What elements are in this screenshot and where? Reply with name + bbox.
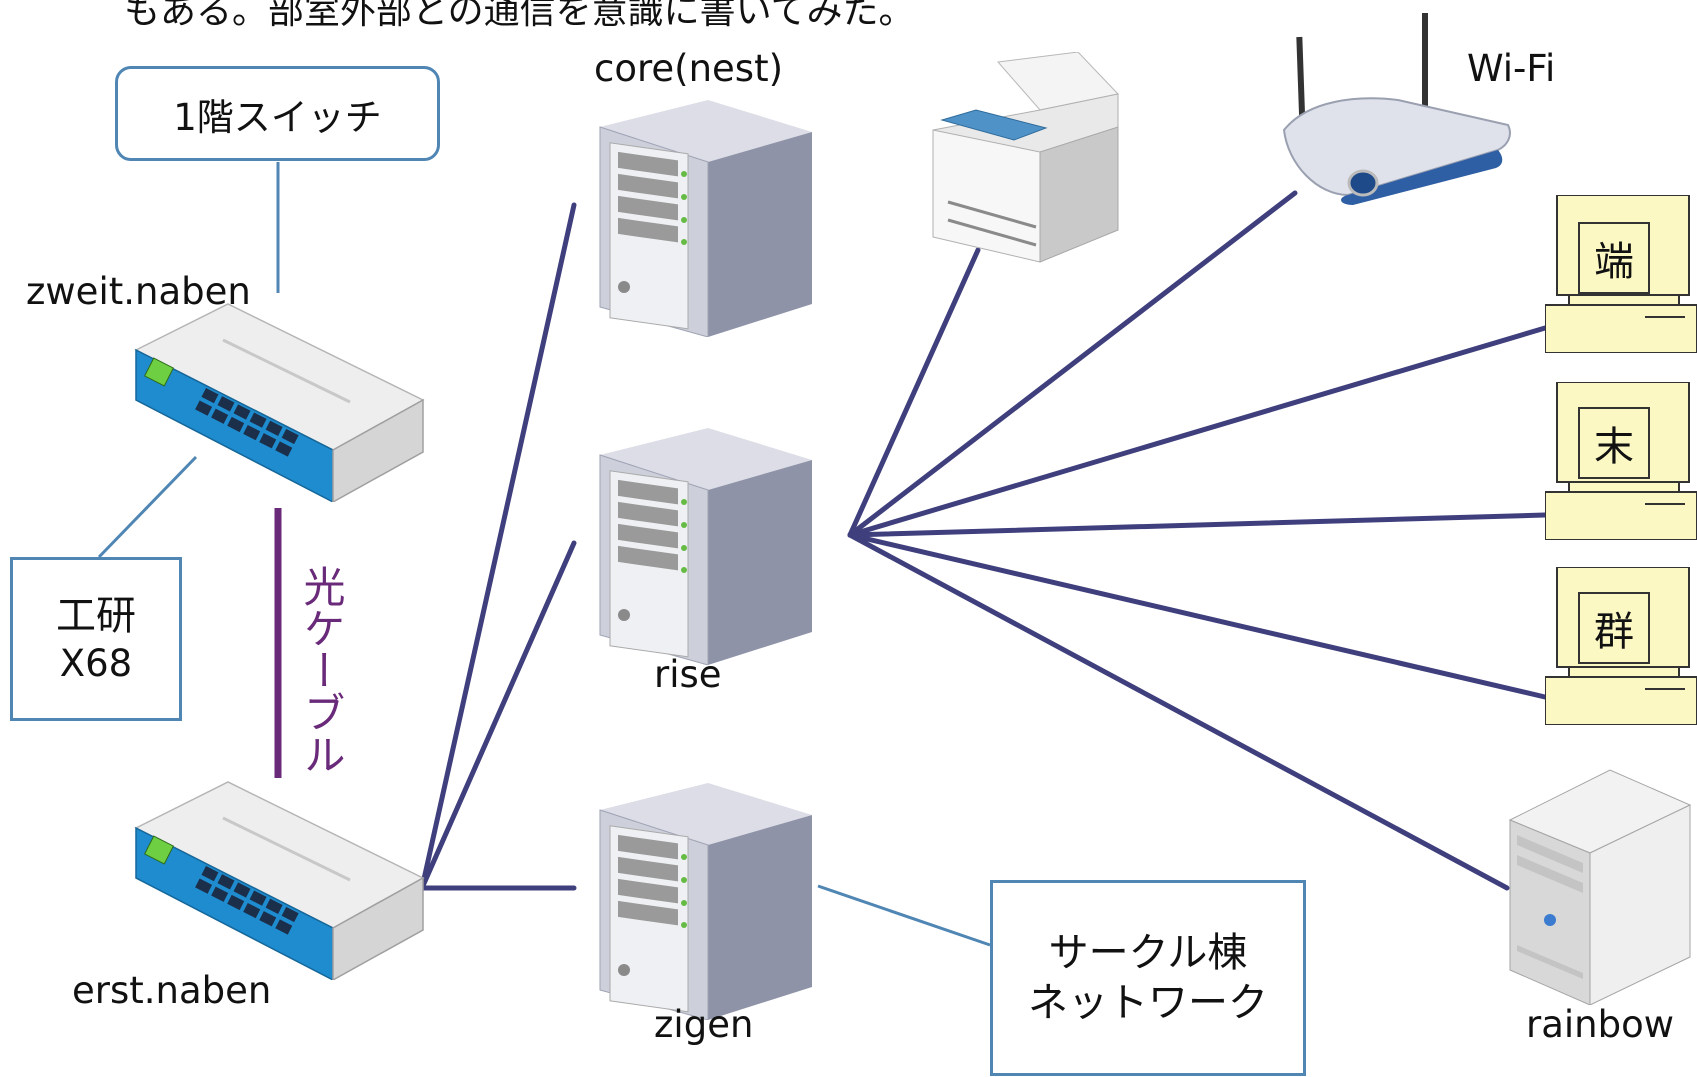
network-switch-icon (134, 303, 425, 502)
wifi-label: Wi-Fi (1467, 47, 1556, 90)
switch-1f-box: 1階スイッチ (115, 66, 440, 161)
x68-label: X68 (59, 641, 133, 685)
link-rise-terminal-2 (847, 512, 1548, 538)
server-icon (1508, 769, 1692, 1005)
server-core-label: core(nest) (594, 47, 784, 90)
terminal-label-1: 端 (1578, 222, 1650, 294)
server-tower-icon (599, 428, 812, 665)
link-rise-terminal-3 (847, 532, 1548, 700)
printer-icon (932, 52, 1119, 263)
kouken-x68-box: 工研 X68 (10, 557, 182, 721)
kouken-label: 工研 (56, 592, 136, 639)
intro-text: もある。部室外部との通信を意識に書いてみた。 (124, 0, 915, 32)
switch-1f-label: 1階スイッチ (173, 95, 382, 139)
server-zigen-label: zigen (654, 1003, 754, 1046)
link-zigen-circle (817, 884, 991, 947)
router-erst-label: erst.naben (72, 969, 272, 1012)
router-zweit-label: zweit.naben (26, 270, 251, 313)
terminal-label-3: 群 (1578, 592, 1650, 664)
link-rise-rainbow (847, 532, 1510, 891)
optical-cable-label: 光ケーブル (297, 565, 346, 775)
rainbow-label: rainbow (1526, 1003, 1674, 1046)
network-switch-icon (134, 781, 425, 980)
link-rise-printer (847, 247, 981, 538)
server-tower-icon (599, 100, 812, 337)
circle-network-line1: サークル棟 (1048, 930, 1248, 976)
circle-network-box: サークル棟 ネットワーク (990, 880, 1306, 1076)
link-erst-core (419, 202, 577, 891)
link-zweit-kouken (97, 455, 198, 559)
server-rise-label: rise (654, 653, 722, 696)
link-rise-terminal-1 (847, 325, 1548, 538)
link-erst-rise (419, 540, 577, 891)
link-rise-wifi (847, 190, 1298, 538)
wifi-router-icon (1282, 13, 1511, 205)
server-tower-icon (599, 783, 812, 1020)
terminal-label-2: 末 (1578, 407, 1650, 479)
circle-network-line2: ネットワーク (1028, 980, 1268, 1026)
